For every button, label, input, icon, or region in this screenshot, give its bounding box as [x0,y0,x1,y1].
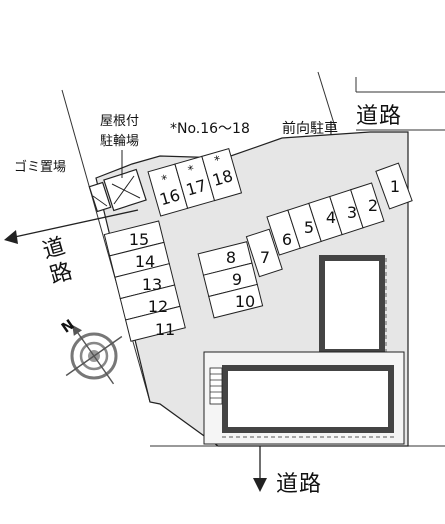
road-arrow-bottom-head [253,478,267,492]
parking-row-right [266,182,385,256]
compass-icon [65,324,123,385]
bicycle-shed-cross-b [113,175,135,205]
parking-space-2 [350,182,385,229]
parking-space-label: 5 [304,218,314,237]
road-arrow-left-line [9,209,139,239]
parking-space-7 [245,228,283,278]
parking-space-18 [201,148,243,202]
parking-space-label: 8 [226,248,236,267]
parking-row-top: 16 17 18 * * * [147,148,243,217]
parking-row-left [103,220,186,342]
road-label-bottom: 道路 [276,472,323,497]
garbage-label: ゴミ置場 [14,160,67,175]
bicycle-shed-label-line1: 屋根付 [100,114,140,129]
parking-space-1-group [375,162,413,210]
parking-space-label: 1 [390,177,400,196]
parking-space-label: 16 [157,185,182,209]
parking-space-label: 17 [184,176,209,200]
parking-row-middle [197,241,264,319]
parking-space-label: 9 [232,270,242,289]
star-mark: * [160,172,170,187]
parking-space-label: 4 [326,208,336,227]
parking-space-label: 7 [260,248,270,267]
bicycle-shed-cross-a [111,183,141,199]
garbage-area [88,181,112,213]
parking-space-label: 2 [368,196,378,215]
front-parking-label: 前向駐車 [282,121,338,137]
boundary-line-diagonal [317,71,337,131]
parking-space-11 [124,305,186,342]
parking-space-10 [208,283,264,319]
parking-space-label: 11 [155,320,175,339]
road-arrow-left-head [4,230,18,244]
star-mark: * [213,153,223,168]
road-label-top-right: 道路 [356,104,403,129]
parking-space-7-group [245,228,283,278]
building-upper [319,255,385,355]
garbage-area-hatch [92,195,108,207]
parking-space-label: 18 [210,166,235,190]
parking-space-label: 14 [135,252,155,271]
parking-space-label: 12 [148,297,168,316]
building-lower [222,365,394,433]
parking-space-label: 13 [142,275,162,294]
boundary-line-top-left [61,89,151,403]
note-star-label: *No.16〜18 [170,121,250,137]
bicycle-shed-label-line2: 駐輪場 [100,134,140,149]
parking-space-label: 6 [282,230,292,249]
parking-space-1 [375,162,413,210]
parking-space-label: 10 [235,292,255,311]
stairs [209,367,223,405]
parking-space-label: 15 [129,230,149,249]
parking-space-label: 3 [347,203,357,222]
star-mark: * [186,162,196,177]
